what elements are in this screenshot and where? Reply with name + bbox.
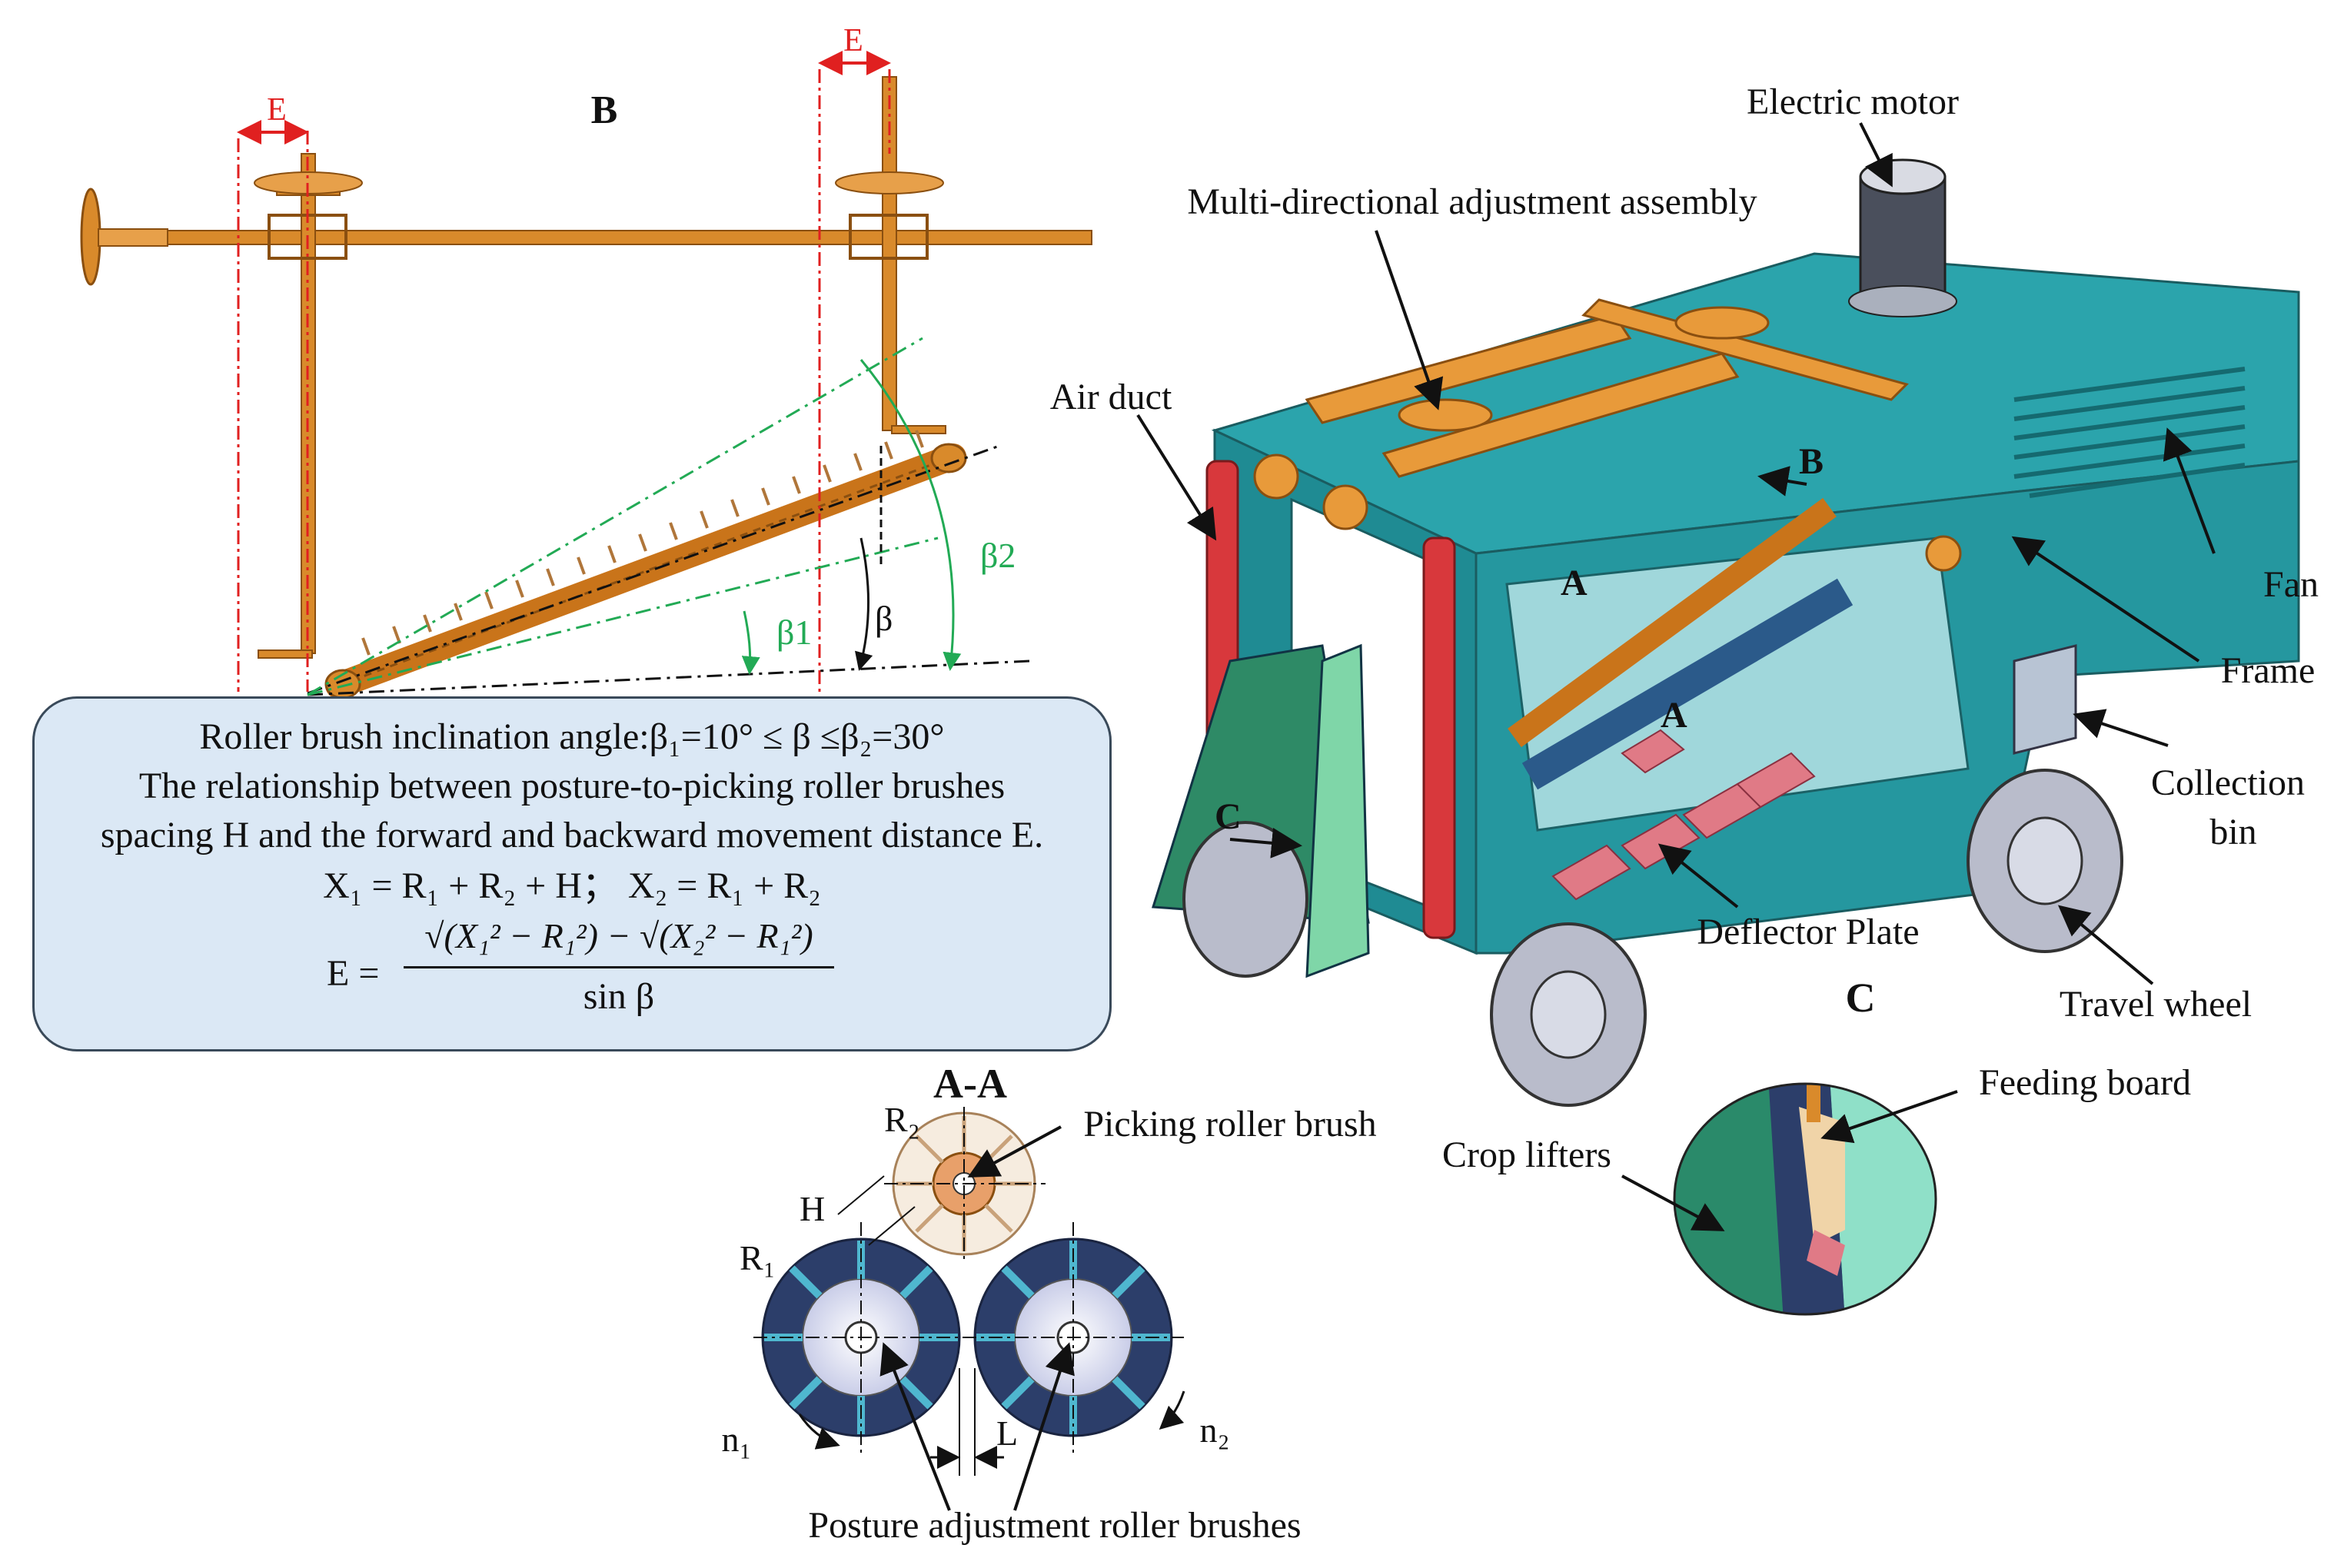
marker-a2: A xyxy=(1661,695,1687,736)
side-window xyxy=(1505,537,1970,832)
collection-bin xyxy=(2013,644,2077,755)
label-deflector-plate: Deflector Plate xyxy=(1697,912,1919,952)
detail-c-circle xyxy=(1673,1082,1937,1316)
beta2-label: β2 xyxy=(980,536,1016,575)
beta2-line xyxy=(307,337,923,696)
formula-line-1: Roller brush inclination angle:β₁=10° ≤ … xyxy=(199,716,945,757)
baseline xyxy=(307,659,1031,696)
marker-c: C xyxy=(1215,796,1242,837)
label-n2: n₂ xyxy=(1199,1410,1229,1450)
label-r1: R₁ xyxy=(740,1238,776,1277)
beta1-arc xyxy=(741,610,760,675)
label-r2: R₂ xyxy=(884,1100,920,1139)
adjustment-assembly xyxy=(1305,298,1909,478)
label-posture-brushes: Posture adjustment roller brushes xyxy=(808,1505,1301,1546)
inclined-roller-brush xyxy=(324,430,967,699)
label-l: L xyxy=(996,1414,1018,1453)
beta2-arc xyxy=(859,359,962,671)
deflector-plates xyxy=(1551,729,1816,901)
beta1-line xyxy=(307,537,939,696)
detail-c-title: C xyxy=(1846,975,1876,1021)
beta-arc xyxy=(854,537,873,671)
label-air-duct: Air duct xyxy=(1050,377,1172,417)
label-feeding-board: Feeding board xyxy=(1979,1062,2191,1103)
label-crop-lifters: Crop lifters xyxy=(1442,1134,1611,1175)
hand-wheel-icon xyxy=(80,188,101,286)
label-travel-wheel: Travel wheel xyxy=(2060,984,2252,1025)
beta1-label: β1 xyxy=(776,613,812,652)
panel-b-title: B xyxy=(591,88,618,132)
label-h: H xyxy=(800,1189,825,1228)
label-n1: n₁ xyxy=(721,1420,751,1459)
beta-label: β xyxy=(875,599,893,638)
formula-box: Roller brush inclination angle:β₁=10° ≤ … xyxy=(32,696,1112,1051)
section-aa: A-A xyxy=(721,1061,1376,1546)
right-clamp xyxy=(835,171,944,194)
formula-e-lhs: E = xyxy=(327,953,380,994)
air-duct-right xyxy=(1422,537,1456,939)
label-collection-bin-2: bin xyxy=(2209,812,2256,852)
e-label-right: E xyxy=(843,23,863,58)
fraction-bar xyxy=(404,966,834,968)
detail-c: C Feeding board Crop lifters xyxy=(1442,975,2191,1316)
fan-grille xyxy=(2013,367,2246,498)
formula-e-denominator: sin β xyxy=(583,976,655,1017)
label-picking-brush: Picking roller brush xyxy=(1083,1104,1376,1144)
e-label-left: E xyxy=(267,92,287,128)
label-adjust-assembly: Multi-directional adjustment assembly xyxy=(1187,181,1757,222)
label-collection-bin-1: Collection xyxy=(2151,762,2305,803)
label-frame: Frame xyxy=(2221,650,2316,691)
formula-line-4: X₁ = R₁ + R₂ + H； X₂ = R₁ + R₂ xyxy=(323,865,821,906)
formula-line-2: The relationship between posture-to-pick… xyxy=(138,766,1006,806)
formula-e-numerator: √(X₁² − R₁²) − √(X₂² − R₁²) xyxy=(424,916,813,955)
label-electric-motor: Electric motor xyxy=(1747,81,1959,122)
machine-illustration: Electric motor Multi-directional adjustm… xyxy=(1050,81,2319,1107)
marker-a1: A xyxy=(1561,563,1588,603)
label-fan: Fan xyxy=(2263,564,2319,605)
formula-line-3: spacing H and the forward and backward m… xyxy=(100,815,1044,855)
marker-b: B xyxy=(1799,441,1824,482)
section-aa-title: A-A xyxy=(933,1061,1007,1107)
panel-b: B E E β1 β2 β xyxy=(80,23,1092,699)
